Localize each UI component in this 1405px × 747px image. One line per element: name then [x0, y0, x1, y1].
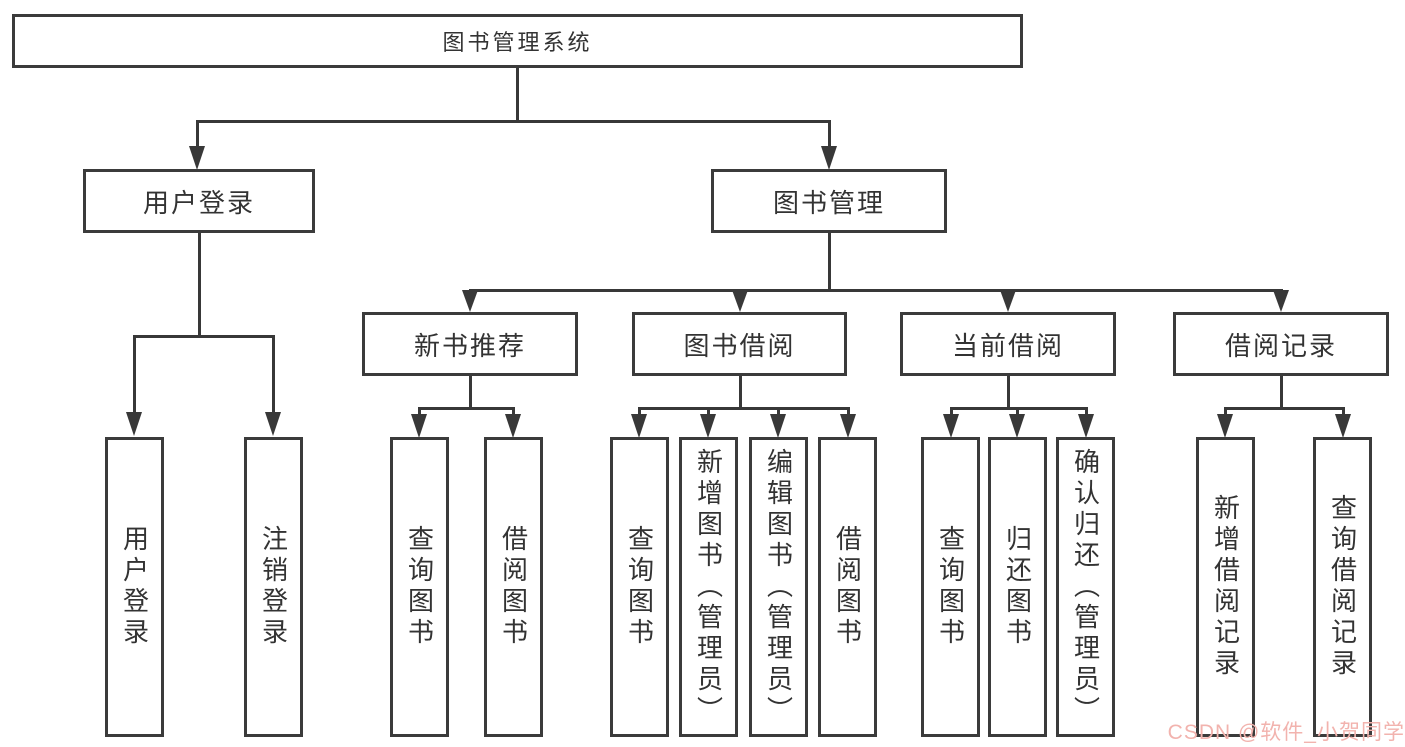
node-add-borrow-record: 新增借阅记录: [1196, 437, 1255, 737]
arrow-down-icon: [411, 414, 427, 438]
node-user-login-leaf: 用户登录: [105, 437, 164, 737]
node-return-books: 归还图书: [988, 437, 1047, 737]
node-logout-login: 注销登录: [244, 437, 303, 737]
arrow-down-icon: [1009, 414, 1025, 438]
connector-book-borrow-shaft: [706, 407, 710, 415]
connector-root-crossbar: [195, 120, 831, 123]
connector-current-borrow-shaft: [1015, 407, 1019, 415]
arrow-down-icon: [265, 412, 281, 436]
node-user-login-label: 用户登录: [142, 187, 255, 218]
arrow-down-icon: [770, 414, 786, 438]
node-book-management-label: 图书管理: [772, 187, 885, 218]
node-query-books-recommend-label: 查询图书: [404, 525, 435, 649]
connector-book-borrow-shaft: [846, 407, 850, 415]
node-user-login: 用户登录: [83, 169, 315, 233]
arrow-down-icon: [1273, 290, 1289, 312]
connector-records-crossbar: [1223, 407, 1345, 410]
node-root: 图书管理系统: [12, 14, 1023, 68]
node-logout-login-label: 注销登录: [258, 525, 289, 649]
node-book-borrowing-label: 图书借阅: [683, 330, 796, 361]
node-edit-books-admin-label: 编辑图书（管理员）: [763, 447, 794, 727]
arrow-down-icon: [189, 146, 205, 170]
connector-user-login-crossbar: [132, 335, 275, 338]
node-confirm-return-admin: 确认归还（管理员）: [1056, 437, 1115, 737]
node-user-login-leaf-label: 用户登录: [119, 525, 150, 649]
connector-current-borrow-shaft: [949, 407, 953, 415]
node-add-books-admin-label: 新增图书（管理员）: [693, 447, 724, 727]
arrow-down-icon: [462, 290, 478, 312]
connector-records-shaft: [1341, 407, 1345, 415]
connector-book-borrow-shaft: [637, 407, 641, 415]
node-query-borrow-record-label: 查询借阅记录: [1327, 494, 1358, 680]
arrow-down-icon: [700, 414, 716, 438]
arrow-down-icon: [943, 414, 959, 438]
arrow-down-icon: [631, 414, 647, 438]
connector-book-mgmt-crossbar: [468, 289, 1283, 292]
node-borrowing-records-label: 借阅记录: [1224, 330, 1337, 361]
arrow-down-icon: [821, 146, 837, 170]
node-borrow-books-recommend: 借阅图书: [484, 437, 543, 737]
node-book-management: 图书管理: [711, 169, 947, 233]
connector-new-book-trunk: [468, 376, 472, 407]
node-borrow-books-borrowing: 借阅图书: [818, 437, 877, 737]
node-query-books-recommend: 查询图书: [390, 437, 449, 737]
connector-new-book-crossbar: [417, 407, 515, 410]
connector-user-login-shaft: [132, 335, 136, 413]
connector-root-trunk: [515, 68, 519, 120]
arrow-down-icon: [1078, 414, 1094, 438]
node-borrowing-records: 借阅记录: [1173, 312, 1389, 376]
node-query-books-borrowing: 查询图书: [610, 437, 669, 737]
node-borrow-books-borrowing-label: 借阅图书: [832, 525, 863, 649]
node-query-books-current: 查询图书: [921, 437, 980, 737]
node-book-borrowing: 图书借阅: [632, 312, 847, 376]
node-query-borrow-record: 查询借阅记录: [1313, 437, 1372, 737]
connector-root-right-shaft: [827, 120, 831, 148]
arrow-down-icon: [1335, 414, 1351, 438]
node-borrow-books-recommend-label: 借阅图书: [498, 525, 529, 649]
node-new-book-recommend-label: 新书推荐: [413, 330, 526, 361]
connector-book-borrow-shaft: [776, 407, 780, 415]
connector-current-borrow-crossbar: [949, 407, 1088, 410]
connector-current-borrow-shaft: [1084, 407, 1088, 415]
node-query-books-current-label: 查询图书: [935, 525, 966, 649]
connector-user-login-trunk: [197, 233, 201, 335]
connector-root-left-shaft: [195, 120, 199, 148]
arrow-down-icon: [1000, 290, 1016, 312]
node-query-books-borrowing-label: 查询图书: [624, 525, 655, 649]
arrow-down-icon: [840, 414, 856, 438]
node-edit-books-admin: 编辑图书（管理员）: [749, 437, 808, 737]
arrow-down-icon: [505, 414, 521, 438]
node-current-borrowing: 当前借阅: [900, 312, 1116, 376]
node-add-books-admin: 新增图书（管理员）: [679, 437, 738, 737]
node-confirm-return-admin-label: 确认归还（管理员）: [1070, 447, 1101, 727]
arrow-down-icon: [1217, 414, 1233, 438]
node-root-label: 图书管理系统: [442, 30, 593, 55]
node-return-books-label: 归还图书: [1002, 525, 1033, 649]
arrow-down-icon: [732, 290, 748, 312]
connector-new-book-shaft: [511, 407, 515, 415]
node-new-book-recommend: 新书推荐: [362, 312, 578, 376]
connector-book-borrow-crossbar: [637, 407, 850, 410]
connector-book-borrow-trunk: [738, 376, 742, 407]
connector-current-borrow-trunk: [1006, 376, 1010, 407]
node-add-borrow-record-label: 新增借阅记录: [1210, 494, 1241, 680]
watermark: CSDN @软件_小贺同学: [1167, 721, 1405, 744]
node-current-borrowing-label: 当前借阅: [951, 330, 1064, 361]
connector-book-mgmt-trunk: [827, 233, 831, 289]
arrow-down-icon: [126, 412, 142, 436]
connector-records-trunk: [1279, 376, 1283, 407]
connector-user-login-shaft: [271, 335, 275, 413]
connector-records-shaft: [1223, 407, 1227, 415]
connector-new-book-shaft: [417, 407, 421, 415]
